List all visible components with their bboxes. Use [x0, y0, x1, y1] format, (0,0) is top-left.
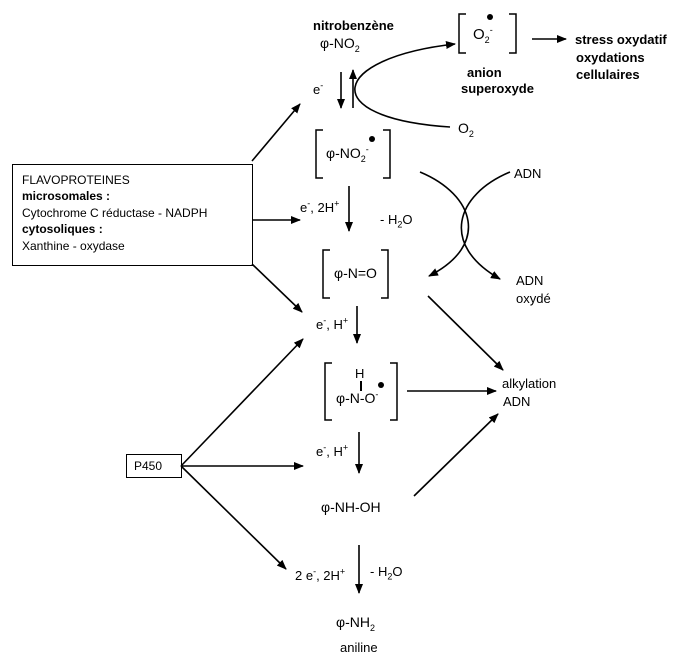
superoxide-brackets — [458, 13, 517, 54]
radical-dot-hydroxylamine — [378, 382, 384, 388]
hydroxylamine-radical-h: H — [355, 366, 365, 381]
step4-electron-rest: , H — [326, 444, 343, 459]
flavoprotein-title: FLAVOPROTEINES — [22, 173, 130, 187]
flavoprotein-microsomal: microsomales : — [22, 189, 111, 203]
alkylation-line1: alkylation — [502, 376, 557, 391]
radical-anion-formula-sub: 2 — [360, 153, 366, 164]
step2-electrons-sup: - — [307, 198, 311, 209]
alkylation-line2: ADN — [503, 394, 531, 409]
step4-electron-plus: + — [342, 442, 349, 453]
step4-electron: e-, H+ — [316, 442, 349, 459]
step1-electron: e- — [313, 80, 324, 97]
superoxide-formula: O2- — [473, 25, 493, 45]
oxidized-dna-line2: oxydé — [516, 291, 551, 306]
p450-box — [126, 454, 182, 478]
step5-electrons-pre: 2 e — [295, 568, 314, 583]
step2-electrons-rest: , 2H — [310, 200, 335, 215]
flavoprotein-box — [12, 164, 253, 266]
p450-label: P450 — [134, 459, 163, 473]
superoxide-label-line1: anion — [467, 65, 502, 80]
nitroso-formula: φ-N=O — [334, 265, 377, 281]
step3-electron-sup: - — [323, 315, 327, 326]
step3-electron-e: e — [316, 317, 324, 332]
radical-anion-formula: φ-NO2- — [326, 144, 369, 164]
effects-line3: cellulaires — [576, 67, 640, 82]
effects-line2: oxydations — [576, 50, 645, 65]
radical-anion-formula-main: φ-NO — [326, 145, 361, 161]
step2-electrons-plus: + — [334, 198, 340, 209]
hydroxylamine-formula: φ-NH-OH — [321, 499, 381, 515]
radical-dot-superoxide — [487, 14, 493, 20]
step2-electrons: e-, 2H+ — [300, 198, 340, 215]
effects-line1: stress oxydatif — [575, 32, 667, 47]
flavoprotein-cytosolic: cytosoliques : — [22, 222, 103, 236]
step2-water-loss: - H2O — [380, 212, 413, 230]
alkylation-arrows — [407, 295, 504, 497]
step4-electron-sup: - — [323, 442, 327, 453]
step5-electrons-sup: - — [313, 566, 317, 577]
radical-dot-anion — [369, 136, 375, 142]
nitrobenzene-formula-sub: 2 — [354, 43, 360, 54]
step2-water-loss-h: - H — [380, 212, 398, 227]
oxidized-dna-line1: ADN — [516, 273, 544, 288]
nitrobenzene-formula-main: φ-NO — [320, 35, 355, 51]
step5-water-loss: - H2O — [370, 564, 403, 582]
superoxide-label-line2: superoxyde — [461, 81, 534, 96]
radical-anion-brackets — [315, 129, 391, 179]
dna-label: ADN — [514, 166, 542, 181]
flavoprotein-xanthine: Xanthine - oxydase — [22, 239, 125, 253]
step5-electrons-plus: + — [339, 566, 346, 577]
aniline-formula-main: φ-NH — [336, 614, 370, 630]
dna-arc-left — [419, 171, 470, 277]
step2-water-loss-o: O — [402, 212, 413, 227]
aniline-name: aniline — [340, 640, 378, 655]
superoxide-formula-sub: 2 — [484, 35, 490, 45]
step4-electron-e: e — [316, 444, 324, 459]
o2-label-main: O — [458, 120, 469, 136]
hydroxylamine-radical-bond — [360, 381, 362, 391]
flavoprotein-cytochrome: Cytochrome C réductase - NADPH — [22, 206, 208, 220]
step5-water-loss-o: O — [392, 564, 403, 579]
superoxide-formula-sup: - — [489, 25, 493, 35]
o2-recycle-curve — [354, 41, 456, 128]
hydroxylamine-radical-formula: φ-N-O- — [336, 389, 379, 406]
step3-electron-rest: , H — [326, 317, 343, 332]
vertical-arrows — [337, 69, 363, 594]
hydroxylamine-radical-brackets — [324, 362, 398, 421]
radical-anion-formula-sup: - — [365, 144, 369, 155]
nitrobenzene-formula: φ-NO2 — [320, 35, 360, 54]
step1-electron-e: e — [313, 82, 321, 97]
hydroxylamine-radical-formula-sup: - — [375, 389, 379, 400]
aniline-formula-sub: 2 — [369, 622, 375, 633]
o2-label-sub: 2 — [468, 128, 474, 139]
step3-electron-plus: + — [342, 315, 349, 326]
step5-electrons-rest: , 2H — [316, 568, 340, 583]
o2-label: O2 — [458, 120, 474, 139]
step5-water-loss-h: - H — [370, 564, 388, 579]
step1-electron-sup: - — [320, 80, 324, 91]
step2-electrons-e: e — [300, 200, 308, 215]
step3-electron: e-, H+ — [316, 315, 349, 332]
nitrobenzene-name: nitrobenzène — [313, 18, 394, 33]
step5-water-loss-sub: 2 — [387, 571, 393, 582]
dna-arc-right — [460, 171, 511, 280]
hydroxylamine-radical-formula-main: φ-N-O — [336, 390, 376, 406]
nitroso-brackets — [322, 249, 389, 299]
step2-water-loss-sub: 2 — [397, 219, 403, 230]
step5-electrons: 2 e-, 2H+ — [295, 566, 346, 583]
flavoprotein-arrows — [251, 103, 303, 313]
p450-arrows — [180, 338, 304, 570]
aniline-formula: φ-NH2 — [336, 614, 375, 633]
superoxide-formula-main: O — [473, 26, 485, 43]
